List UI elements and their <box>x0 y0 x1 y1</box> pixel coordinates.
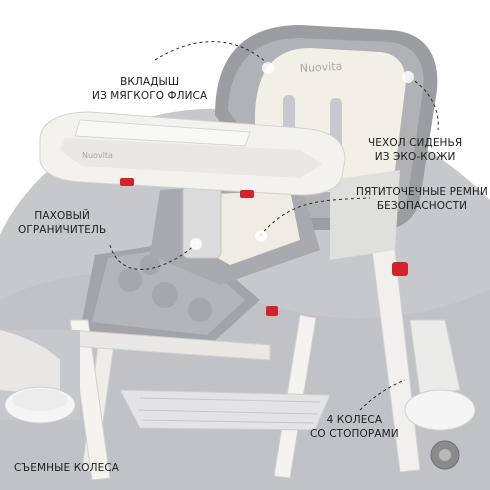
label-fleece-insert-line2: из мягкого флиса <box>92 90 208 102</box>
label-removable-wheels-line1: Съемные колеса <box>14 462 120 474</box>
right-wheel-base <box>404 389 476 431</box>
tray-brand-logo: Nuovita <box>82 151 113 160</box>
left-wheel-top <box>12 389 68 411</box>
quilt-circle <box>140 255 160 275</box>
left-wheel-leg <box>0 330 60 395</box>
callout-line-wheels <box>359 379 406 411</box>
label-harness-line1: Пятиточечные ремни <box>356 186 488 198</box>
storage-basket <box>119 389 331 431</box>
basket-mesh <box>137 397 321 424</box>
label-wheels-locks-line1: 4 колеса <box>326 414 383 426</box>
tray-inner <box>60 138 322 178</box>
right-wheel-leg <box>409 319 461 396</box>
callout-dot-harness <box>255 230 267 242</box>
label-removable-wheels: Съемные колеса <box>14 461 119 475</box>
crotch-guard <box>182 185 222 259</box>
label-crotch-guard-line1: Паховый <box>34 210 90 222</box>
label-seat-cover-line1: Чехол сиденья <box>368 137 463 149</box>
callout-dot-crotch <box>190 238 202 250</box>
label-harness: Пятиточечные ремни безопасности <box>356 185 488 213</box>
callout-line-crotch <box>109 244 196 270</box>
callout-dot-fleece <box>262 62 274 74</box>
seat-brand-logo: Nuovita <box>299 60 342 75</box>
red-tray-release-left <box>120 178 134 186</box>
red-recline-button <box>266 306 278 316</box>
quilt-circle <box>118 268 142 292</box>
quilt-circle <box>188 298 212 322</box>
red-height-button <box>392 262 408 276</box>
label-seat-cover-line2: из эко-кожи <box>374 151 456 163</box>
label-wheels-locks-line2: со стопорами <box>310 428 399 440</box>
tray-top-insert <box>74 119 251 147</box>
callout-line-harness <box>259 197 371 237</box>
quilt-circle <box>152 282 178 308</box>
label-fleece-insert: Вкладыш из мягкого флиса <box>92 75 207 103</box>
label-wheels-locks: 4 колеса со стопорами <box>310 413 399 441</box>
red-tray-release-right <box>240 190 254 198</box>
label-seat-cover: Чехол сиденья из эко-кожи <box>368 136 462 164</box>
label-crotch-guard-line2: ограничитель <box>18 224 107 236</box>
callout-line-fleece <box>154 41 269 65</box>
callout-dot-seat-cover <box>402 71 414 83</box>
right-wheel-hub <box>439 449 451 461</box>
label-harness-line2: безопасности <box>376 200 468 212</box>
callout-line-seat-cover <box>409 77 439 131</box>
label-fleece-insert-line1: Вкладыш <box>120 76 180 88</box>
label-crotch-guard: Паховый ограничитель <box>18 209 106 237</box>
seat-side-wing <box>330 170 400 260</box>
